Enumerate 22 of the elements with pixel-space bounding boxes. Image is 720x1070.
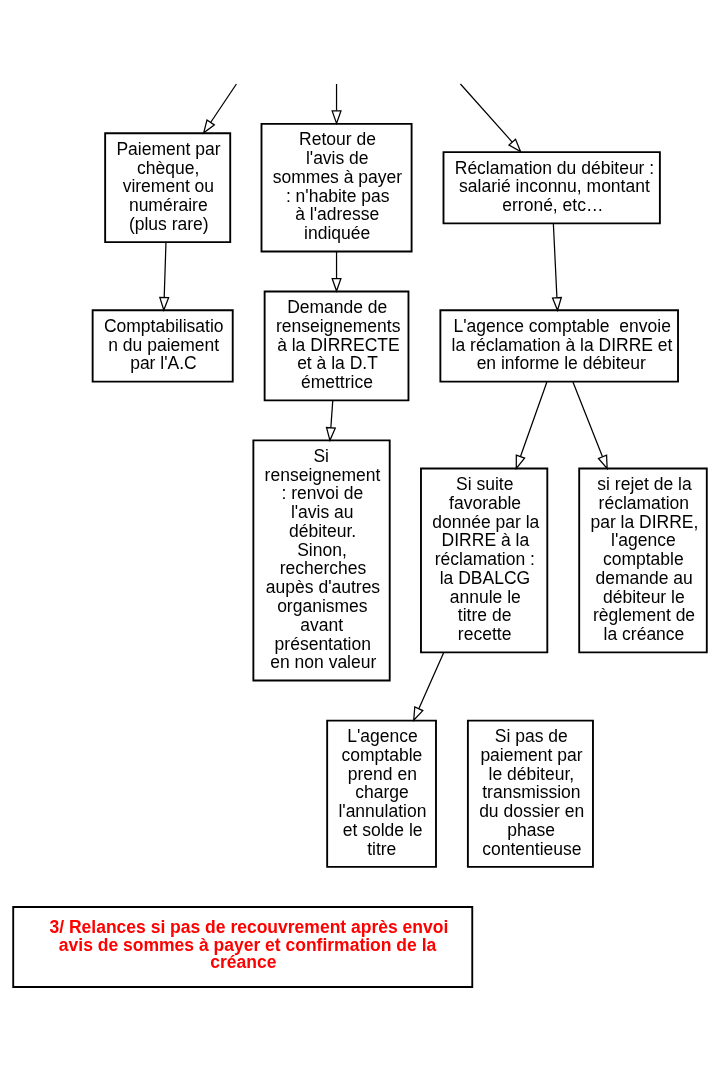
node-box: Si renseignement : renvoi de l'avis au débiteur. Sinon, recherches aupès d'autres organismes avant présentation en non valeur bbox=[252, 439, 391, 682]
node-box: 3/ Relances si pas de recouvrement après envoi avis de sommes à payer et confirmation de la créance bbox=[12, 906, 474, 988]
node-box: si rejet de la réclamation par la DIRRE, l'agence comptable demande au débiteur le règlement de la créance bbox=[578, 467, 708, 654]
arrow bbox=[202, 83, 238, 135]
arrow bbox=[572, 381, 608, 471]
node-box: L'agence comptable envoie la réclamation à la DIRRE et en informe le débiteur bbox=[439, 309, 679, 383]
arrow bbox=[331, 83, 342, 126]
arrow bbox=[331, 251, 342, 293]
node-box: Paiement par chèque, virement ou numéraire (plus rare) bbox=[104, 132, 232, 244]
arrow bbox=[551, 222, 563, 313]
node-box: Demande de renseignements à la DIRRECTE et à la D.T émettrice bbox=[263, 290, 410, 402]
node-box: Comptabilisation du paiement par l'A.C bbox=[91, 309, 234, 383]
arrow bbox=[325, 400, 337, 443]
node-box: Retour de l'avis de sommes à payer : n'habite pas à l'adresse indiquée bbox=[260, 123, 413, 253]
arrow bbox=[515, 381, 548, 471]
arrow bbox=[459, 83, 522, 153]
arrow bbox=[158, 241, 170, 312]
node-box: L'agence comptable prend en charge l'annulation et solde le titre bbox=[326, 719, 437, 868]
node-box: Réclamation du débiteur : salarié inconnu, montant erroné, etc… bbox=[442, 151, 661, 225]
node-box: Si suite favorable donnée par la DIRRE à la réclamation : la DBALCG annule le titre de recette bbox=[420, 467, 549, 654]
node-box: Si pas de paiement par le débiteur, transmission du dossier en phase contentieuse bbox=[466, 719, 594, 868]
arrow bbox=[412, 651, 445, 722]
